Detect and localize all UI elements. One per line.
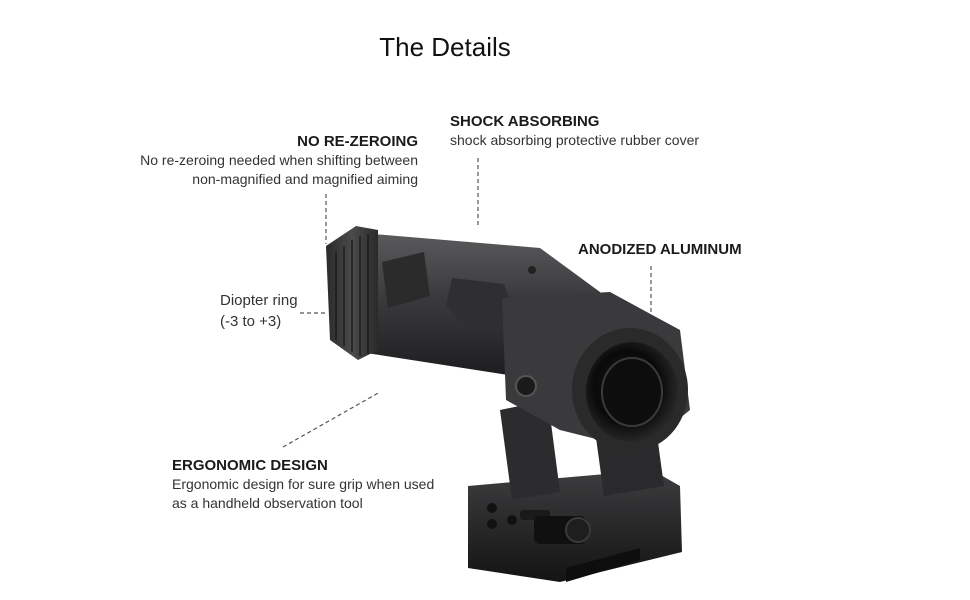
callout-shock-absorbing: SHOCK ABSORBING shock absorbing protecti… <box>450 112 750 150</box>
callout-text: shock absorbing protective rubber cover <box>450 132 700 148</box>
leader-lines <box>282 158 652 448</box>
callout-heading: ERGONOMIC DESIGN <box>172 457 328 474</box>
callout-heading: ANODIZED ALUMINUM <box>578 241 742 258</box>
callout-no-rezeroing: NO RE-ZEROING No re-zeroing needed when … <box>110 132 418 189</box>
callout-text: as a handheld observation tool <box>172 495 363 511</box>
callout-text: (-3 to +3) <box>220 313 282 330</box>
callout-diopter-ring: Diopter ring (-3 to +3) <box>220 290 330 332</box>
callout-text: Diopter ring <box>220 292 298 309</box>
magnifier-body <box>326 226 690 452</box>
callout-ergonomic-design: ERGONOMIC DESIGN Ergonomic design for su… <box>172 456 472 513</box>
callout-anodized-aluminum: ANODIZED ALUMINUM <box>578 240 778 259</box>
callout-heading: NO RE-ZEROING <box>297 133 418 150</box>
callout-text: No re-zeroing needed when shifting betwe… <box>140 152 418 168</box>
page-title: The Details <box>379 32 511 62</box>
callout-heading: SHOCK ABSORBING <box>450 113 600 130</box>
callout-text: non-magnified and magnified aiming <box>192 171 418 187</box>
leader-line-ergonomic <box>282 391 381 448</box>
flip-mount <box>468 384 682 582</box>
callout-text: Ergonomic design for sure grip when used <box>172 476 435 492</box>
